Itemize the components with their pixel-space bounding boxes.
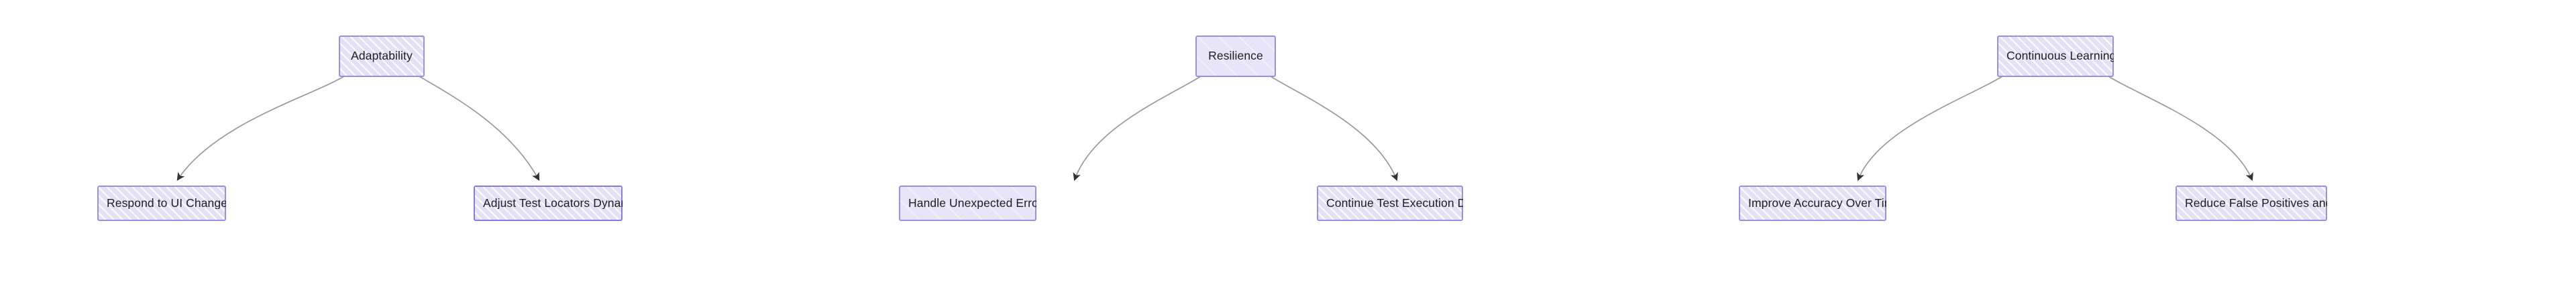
edge-resilience-to-handle bbox=[1073, 76, 1201, 182]
child-node-label: Respond to UI Changes bbox=[107, 197, 226, 210]
node-fill-pattern bbox=[1317, 186, 1463, 221]
node-fill-pattern bbox=[97, 186, 226, 221]
child-node-label: Continue Test Execution Des bbox=[1326, 197, 1463, 210]
root-node-label: Adaptability bbox=[351, 50, 413, 62]
node-respond-to-ui-changes[interactable]: Respond to UI Changes bbox=[97, 186, 226, 221]
child-node-label: Adjust Test Locators Dynami bbox=[483, 197, 623, 210]
node-handle-unexpected-errors[interactable]: Handle Unexpected Errors bbox=[899, 186, 1036, 221]
node-border bbox=[1195, 35, 1276, 77]
edge-resilience-to-continue bbox=[1270, 76, 1398, 182]
node-border bbox=[97, 186, 226, 221]
root-node-label: Resilience bbox=[1208, 50, 1263, 62]
node-resilience[interactable]: Resilience bbox=[1195, 35, 1276, 77]
node-fill-pattern bbox=[474, 186, 623, 221]
node-border bbox=[1317, 186, 1463, 221]
node-border bbox=[2176, 186, 2327, 221]
node-border bbox=[1997, 35, 2114, 77]
node-border bbox=[1739, 186, 1886, 221]
edge-continuous-to-improve bbox=[1856, 76, 2003, 182]
node-fill-pattern bbox=[2176, 186, 2327, 221]
node-reduce-false-positives-and-negatives[interactable]: Reduce False Positives and N bbox=[2176, 186, 2327, 221]
node-continuous-learning[interactable]: Continuous Learning bbox=[1997, 35, 2114, 77]
node-adaptability[interactable]: Adaptability bbox=[339, 35, 425, 77]
node-border bbox=[899, 186, 1036, 221]
edge-continuous-to-reduce bbox=[2108, 76, 2253, 182]
node-fill-pattern bbox=[1739, 186, 1886, 221]
root-node-label: Continuous Learning bbox=[2006, 50, 2114, 62]
child-node-label: Handle Unexpected Errors bbox=[908, 197, 1036, 210]
node-improve-accuracy-over-time[interactable]: Improve Accuracy Over Time bbox=[1739, 186, 1886, 221]
node-border bbox=[474, 186, 623, 221]
node-continue-test-execution-despite[interactable]: Continue Test Execution Des bbox=[1317, 186, 1463, 221]
edge-adaptability-to-respond bbox=[176, 76, 345, 181]
node-fill-pattern bbox=[339, 35, 425, 77]
node-adjust-test-locators-dynamically[interactable]: Adjust Test Locators Dynami bbox=[474, 186, 623, 221]
edge-adaptability-to-adjust bbox=[419, 76, 540, 182]
child-node-label: Reduce False Positives and N bbox=[2185, 197, 2327, 210]
node-fill-pattern bbox=[899, 186, 1036, 221]
node-fill-pattern bbox=[1997, 35, 2114, 77]
child-node-label: Improve Accuracy Over Time bbox=[1748, 197, 1886, 210]
edge-paths bbox=[176, 76, 2253, 182]
node-fill-pattern bbox=[1195, 35, 1276, 77]
node-border bbox=[339, 35, 425, 77]
